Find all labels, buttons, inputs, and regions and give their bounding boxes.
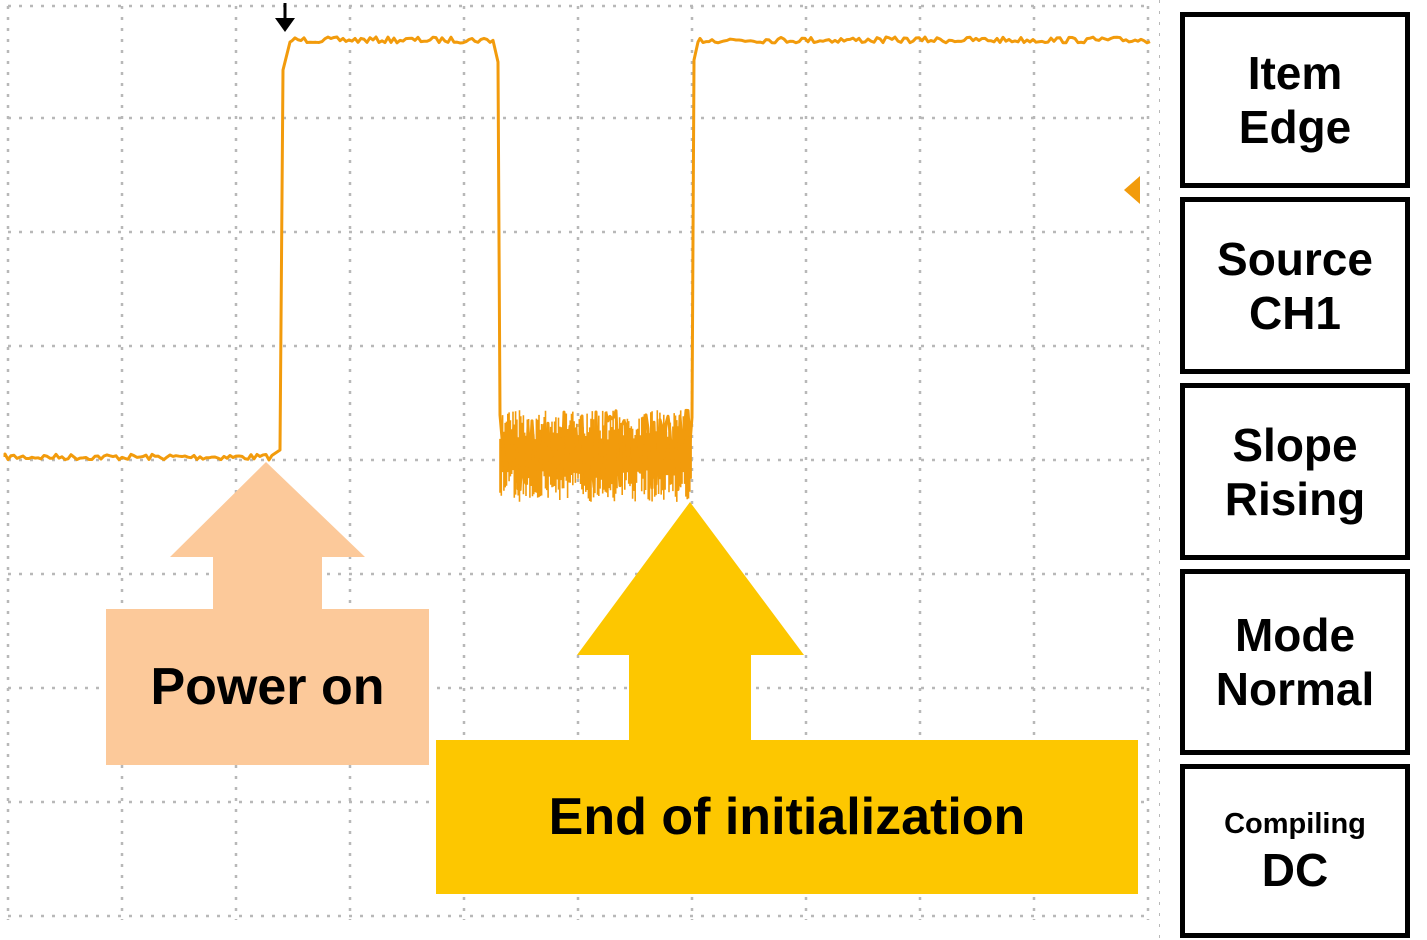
softkey-source[interactable]: Source CH1: [1180, 197, 1410, 374]
softkey-source-value: CH1: [1248, 286, 1342, 339]
end-of-init-label: End of initialization: [548, 788, 1026, 846]
softkey-slope-value: Rising: [1224, 472, 1366, 525]
oscilloscope-display: [3, 0, 1160, 940]
down-arrow-icon: [275, 3, 295, 32]
softkey-panel: Item Edge Source CH1 Slope Rising Mode N…: [1176, 0, 1427, 940]
softkey-slope[interactable]: Slope Rising: [1180, 383, 1410, 560]
softkey-item-value: Edge: [1238, 101, 1352, 153]
end-of-init-arrow: [436, 502, 1138, 894]
left-arrow-icon: [1124, 176, 1140, 204]
softkey-mode-label: Mode: [1234, 609, 1356, 661]
end-of-init-callout: [436, 502, 1138, 894]
signal-trace: [3, 35, 1151, 492]
softkey-item-label: Item: [1247, 47, 1343, 99]
softkey-source-label: Source: [1217, 232, 1373, 285]
softkey-coupling-label: Compiling: [1224, 808, 1366, 840]
softkey-mode-value: Normal: [1215, 663, 1375, 715]
softkey-coupling[interactable]: Compiling DC: [1180, 764, 1410, 938]
power-on-callout: [106, 462, 429, 765]
power-on-arrow: [106, 462, 429, 765]
softkey-item[interactable]: Item Edge: [1180, 12, 1410, 188]
softkey-coupling-value: DC: [1261, 844, 1329, 896]
softkey-mode[interactable]: Mode Normal: [1180, 569, 1410, 755]
power-on-label: Power on: [150, 658, 385, 716]
softkey-slope-label: Slope: [1232, 418, 1358, 471]
